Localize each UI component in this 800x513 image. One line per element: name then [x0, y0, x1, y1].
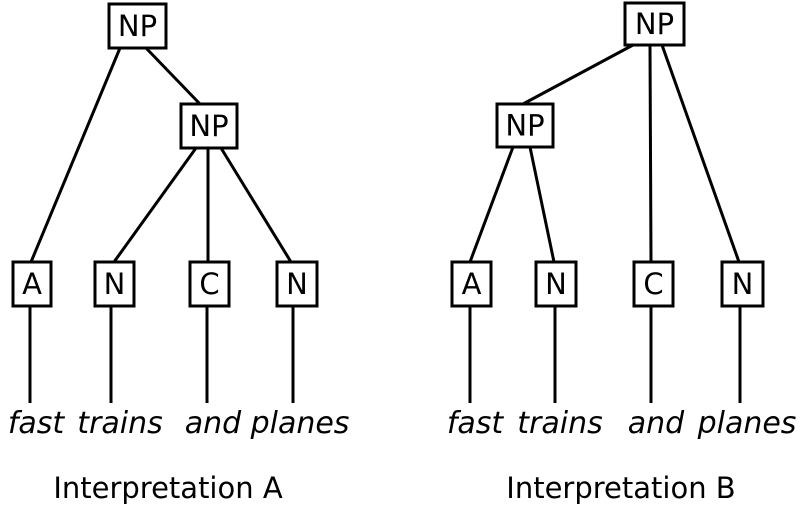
tree-node-label-n: N: [286, 267, 308, 301]
leaf-word-fast: fast: [8, 406, 66, 441]
tree-node-box-np: [495, 102, 555, 149]
tree-edge-np-root-to-a: [29, 47, 122, 263]
leaf-word-fast: fast: [447, 406, 505, 441]
tree-edge-np-inner-to-n1: [112, 147, 198, 263]
tree-node-box-np: [623, 1, 686, 47]
leaf-word-trains: trains: [77, 406, 162, 441]
tree-node-box-a: [450, 260, 493, 308]
tree-node-label-n: N: [104, 267, 126, 301]
tree-edge-np-inner-to-a: [468, 146, 515, 263]
tree-edge-np-root-to-np-inner: [522, 43, 634, 106]
tree-node-box-np: [107, 2, 168, 50]
tree-node-label-a: A: [22, 267, 42, 301]
leaf-word-trains: trains: [517, 406, 602, 441]
tree-edge-np-root-to-np-inner: [144, 46, 202, 106]
tree-edge-np-inner-to-n1: [528, 146, 556, 263]
tree-caption-interpretation-a: Interpretation A: [53, 471, 283, 505]
tree-edge-np-root-to-c: [648, 44, 653, 263]
tree-node-box-n: [275, 260, 319, 308]
tree-node-label-n: N: [732, 267, 754, 301]
tree-node-label-np: NP: [505, 109, 544, 143]
tree-node-box-n: [720, 260, 765, 308]
leaf-word-and: and: [185, 406, 242, 441]
tree-node-box-n: [93, 260, 136, 308]
tree-caption-interpretation-b: Interpretation B: [506, 471, 736, 505]
tree-node-box-np: [179, 102, 239, 150]
tree-node-label-a: A: [462, 267, 482, 301]
tree-node-label-n: N: [545, 267, 567, 301]
tree-node-box-c: [632, 260, 675, 308]
tree-node-label-np: NP: [189, 109, 228, 143]
tree-node-box-n: [534, 260, 578, 308]
tree-node-box-a: [11, 260, 53, 308]
leaf-word-and: and: [628, 406, 685, 441]
tree-node-label-c: C: [199, 267, 219, 301]
tree-node-label-np: NP: [635, 7, 674, 41]
tree-node-label-c: C: [643, 267, 663, 301]
tree-edge-np-root-to-n2: [660, 44, 741, 263]
leaf-word-planes: planes: [250, 406, 350, 441]
tree-node-label-np: NP: [118, 9, 157, 43]
tree-node-box-c: [188, 260, 231, 308]
leaf-word-planes: planes: [697, 406, 797, 441]
tree-edge-np-inner-to-n2: [219, 147, 293, 263]
